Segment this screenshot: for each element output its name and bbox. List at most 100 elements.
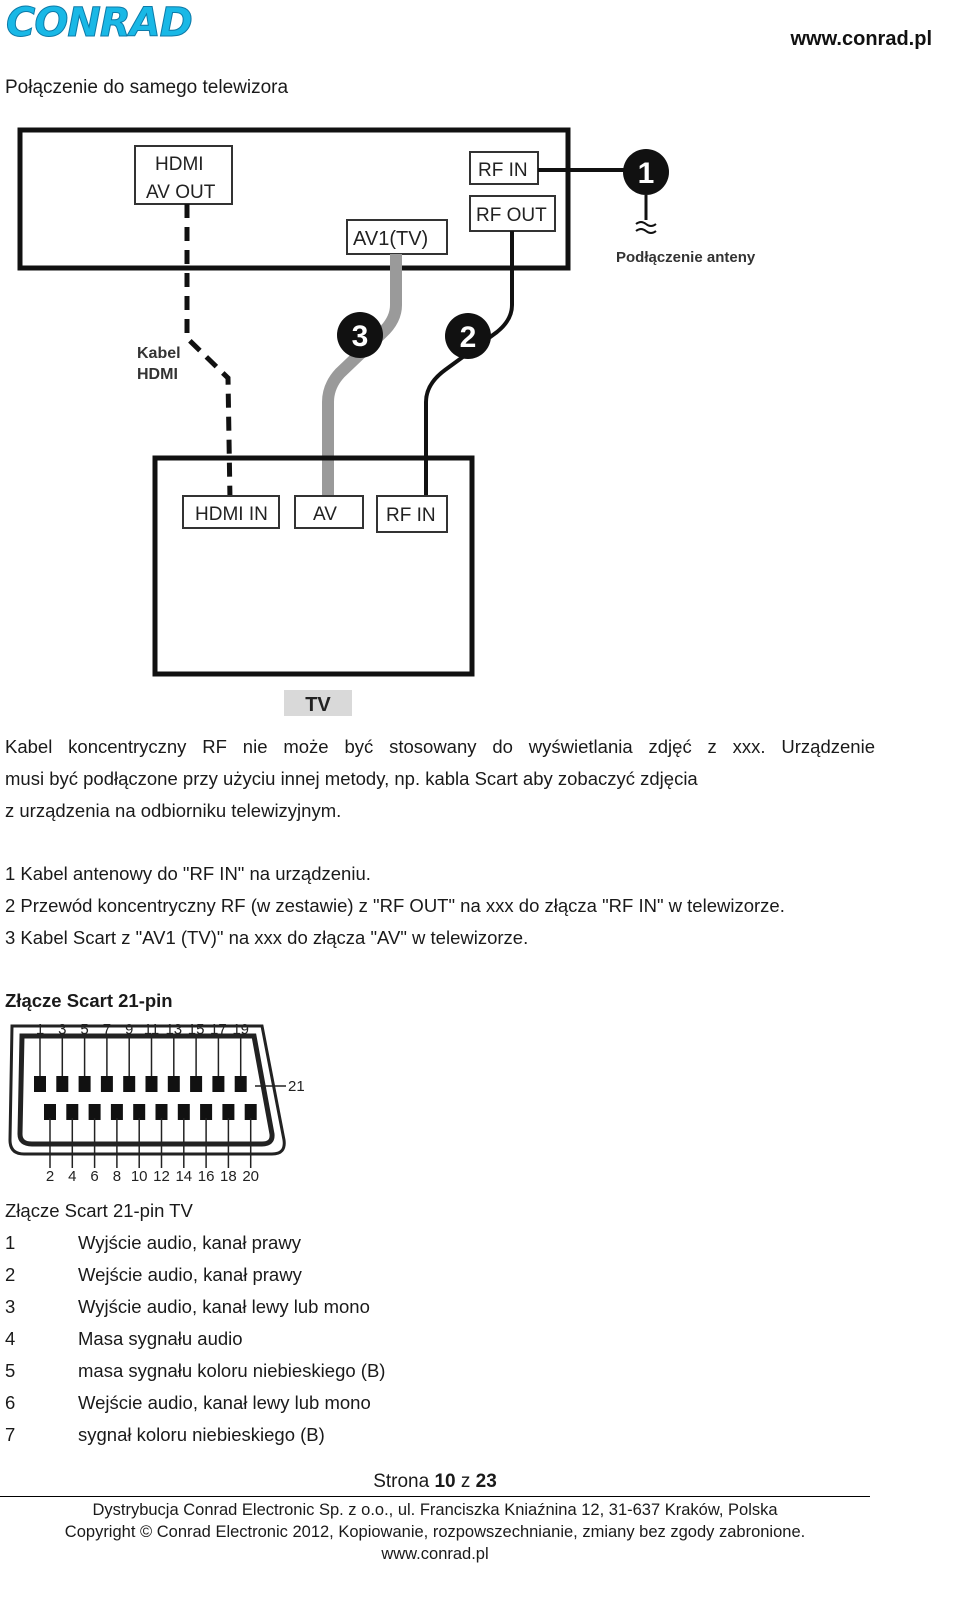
- scart-cable: [322, 254, 402, 500]
- scart-bottom-pin: [88, 1104, 101, 1120]
- antenna-ground-icon: [635, 221, 657, 234]
- connection-item-3: 3 Kabel Scart z "AV1 (TV)" na xxx do złą…: [5, 927, 529, 948]
- pin-description: Masa sygnału audio: [78, 1328, 243, 1349]
- svg-text:3: 3: [352, 320, 369, 353]
- page-total: 23: [475, 1471, 497, 1492]
- av-port-label: AV: [313, 504, 337, 525]
- pin-description: Wejście audio, kanał prawy: [78, 1264, 302, 1285]
- av-port: [294, 495, 364, 529]
- svg-text:2: 2: [460, 321, 477, 354]
- connection-diagram: HDMI AV OUT RF IN RF OUT AV1(TV) 1 Podłą…: [17, 127, 756, 716]
- scart-top-pin: [212, 1076, 225, 1092]
- hdmi-av-out-port: [134, 145, 233, 205]
- connection-item-2: 2 Przewód koncentryczny RF (w zestawie) …: [5, 895, 785, 916]
- pin-description: Wyjście audio, kanał lewy lub mono: [78, 1296, 370, 1317]
- hdmi-cable-label-2: HDMI: [137, 366, 178, 383]
- scart-top-pin-label: 19: [232, 1021, 249, 1038]
- pin-number: 3: [5, 1296, 16, 1317]
- pin-description: sygnał koloru niebieskiego (B): [78, 1424, 325, 1445]
- scart-bottom-pin-label: 2: [46, 1168, 54, 1185]
- scart-bottom-pin-label: 6: [90, 1168, 98, 1185]
- scart-top-pin-label: 3: [58, 1021, 66, 1038]
- scart-top-pin-label: 11: [144, 1021, 160, 1038]
- scart-top-pin-label: 9: [125, 1021, 133, 1038]
- rf-in-port: [469, 151, 539, 185]
- scart-top-pin: [167, 1076, 180, 1092]
- hdmi-av-out-label-2: AV OUT: [146, 182, 216, 203]
- scart-bottom-pin: [155, 1104, 168, 1120]
- connection-item-1: 1 Kabel antenowy do "RF IN" na urządzeni…: [5, 863, 371, 884]
- tv-box: [152, 455, 475, 677]
- scart-top-pin: [190, 1076, 203, 1092]
- footer-distribution: Dystrybucja Conrad Electronic Sp. z o.o.…: [92, 1501, 778, 1519]
- scart-top-pin: [145, 1076, 158, 1092]
- scart-top-pin-label: 7: [103, 1021, 111, 1038]
- scart-top-pin: [100, 1076, 113, 1092]
- hdmi-in-port: [182, 495, 280, 529]
- device-box: [17, 127, 571, 271]
- scart-top-pin-label: 1: [36, 1021, 44, 1038]
- page-current: 10: [434, 1471, 456, 1492]
- footer-copyright: Copyright © Conrad Electronic 2012, Kopi…: [64, 1523, 806, 1541]
- scart-top-pin-label: 17: [210, 1021, 227, 1038]
- scart-bottom-pin-label: 16: [198, 1168, 215, 1185]
- pin-row: 5 masa sygnału koloru niebieskiego (B): [5, 1355, 385, 1387]
- pin-number: 1: [5, 1232, 16, 1253]
- scart-bottom-pin: [244, 1104, 257, 1120]
- pin-number: 2: [5, 1264, 16, 1285]
- scart-bottom-pin-label: 20: [242, 1168, 259, 1185]
- scart-bottom-pin-label: 8: [113, 1168, 121, 1185]
- tv-rf-in-label: RF IN: [386, 505, 436, 526]
- badge-2: [445, 313, 491, 359]
- scart-title: Złącze Scart 21-pin: [5, 990, 173, 1011]
- scart-bottom-pin-label: 18: [220, 1168, 237, 1185]
- hdmi-in-label: HDMI IN: [195, 504, 268, 525]
- scart-top-pin: [78, 1076, 91, 1092]
- footer-divider: [0, 1496, 870, 1497]
- tv-rf-in-port: [376, 495, 448, 533]
- hdmi-cable: [184, 204, 233, 501]
- scart-bottom-pin: [200, 1104, 213, 1120]
- tv-label: TV: [305, 694, 331, 716]
- conrad-logo: CONRAD: [6, 0, 194, 47]
- rf-out-label: RF OUT: [476, 205, 547, 226]
- paragraph-rf-note: Kabel koncentryczny RF nie może być stos…: [5, 736, 875, 821]
- rf-out-port: [469, 195, 556, 232]
- hdmi-av-out-label-1: HDMI: [155, 154, 204, 175]
- scart-top-pin-label: 15: [188, 1021, 205, 1038]
- section-title: Połączenie do samego telewizora: [5, 77, 289, 98]
- badge-1: [623, 149, 669, 195]
- hdmi-cable-label-1: Kabel: [137, 345, 181, 362]
- scart-outer-shell: [8, 1024, 286, 1156]
- pin-number: 5: [5, 1360, 16, 1381]
- pin-row: 2 Wejście audio, kanał prawy: [5, 1259, 302, 1291]
- website-link[interactable]: www.conrad.pl: [790, 28, 933, 50]
- scart-bottom-pin-label: 4: [68, 1168, 76, 1185]
- footer-website[interactable]: www.conrad.pl: [381, 1545, 489, 1563]
- page-indicator: Strona 10 z 23: [373, 1471, 497, 1492]
- scart-bottom-pin: [44, 1104, 56, 1120]
- scart-bottom-pin: [110, 1104, 123, 1120]
- badge-3: [337, 312, 383, 358]
- av1-tv-port: [346, 219, 448, 255]
- svg-text:1: 1: [638, 157, 655, 190]
- scart-bottom-pin: [133, 1104, 146, 1120]
- pin-description: masa sygnału koloru niebieskiego (B): [78, 1360, 386, 1381]
- scart-top-pin: [34, 1076, 46, 1092]
- pin-row: 3 Wyjście audio, kanał lewy lub mono: [5, 1291, 370, 1323]
- av1-tv-label: AV1(TV): [353, 228, 428, 250]
- pin-description: Wejście audio, kanał lewy lub mono: [78, 1392, 371, 1413]
- scart-bottom-pin: [222, 1104, 235, 1120]
- scart-bottom-pin-label: 10: [131, 1168, 148, 1185]
- scart-top-pin: [234, 1076, 247, 1092]
- scart-inner-shell: [17, 1033, 275, 1147]
- scart-top-pin: [123, 1076, 136, 1092]
- connection-list: 1 Kabel antenowy do "RF IN" na urządzeni…: [5, 858, 875, 954]
- scart-pin-21-label: 21: [288, 1078, 305, 1095]
- rf-in-label: RF IN: [478, 160, 528, 181]
